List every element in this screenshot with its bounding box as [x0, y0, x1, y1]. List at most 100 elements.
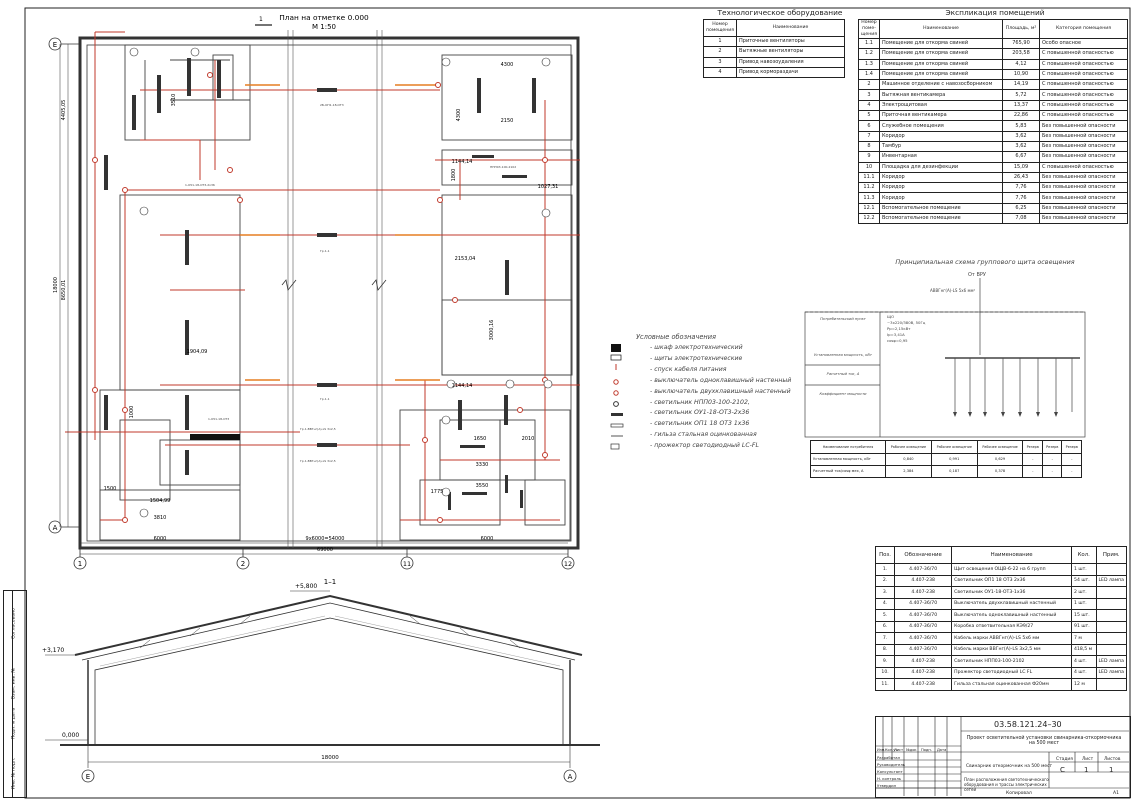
schematic-cell: - [1022, 465, 1043, 478]
equipment-table-title: Технологическое оборудование [717, 8, 843, 17]
svg-text:Гр.1-1: Гр.1-1 [320, 249, 330, 253]
room-number: 5 [858, 110, 880, 122]
spec-position: 7. [874, 632, 896, 645]
svg-text:1-ОУ1-18-ОТ3-2х36: 1-ОУ1-18-ОТ3-2х36 [185, 183, 215, 187]
svg-text:ЩО: ЩО [887, 314, 894, 319]
room-category: Без повышенной опасности [1039, 213, 1128, 225]
room-number: 10 [858, 161, 880, 173]
spec-note [1095, 563, 1127, 576]
room-number: 1.4 [858, 68, 880, 81]
schematic-cell: 0,840 [885, 453, 932, 466]
room-area: 3,62 [1002, 130, 1040, 142]
plan-title: План на отметке 0.000 [279, 13, 369, 22]
schematic-cell: 0,378 [976, 465, 1024, 478]
room-area: 5,83 [1002, 120, 1040, 132]
room-number: 7 [858, 130, 880, 142]
spec-quantity: 91 шт. [1071, 620, 1097, 633]
svg-text:cosφ=0,95: cosφ=0,95 [887, 338, 908, 343]
stamp-role: Н. контроль [877, 776, 901, 781]
spec-position: 6. [874, 620, 896, 633]
spec-note: LED лампа [1095, 655, 1127, 668]
spec-note: LED лампа [1095, 666, 1127, 679]
room-name: Тамбур [879, 140, 1003, 153]
room-category: Без повышенной опасности [1039, 120, 1128, 132]
room-area: 22,86 [1002, 110, 1040, 122]
legend-item: - шкаф электротехнический [650, 344, 743, 351]
room-name: Приточная вентикамера [879, 110, 1003, 122]
spec-quantity: 7 м [1071, 632, 1097, 645]
legend-symbols [610, 344, 624, 450]
rooms-table: Номер поме-щения Наименование Площадь, м… [858, 19, 1128, 225]
room-number: 1.1 [858, 37, 880, 50]
building-walls [78, 36, 580, 550]
spec-note: LED лампа [1095, 574, 1127, 587]
svg-text:Расчетный ток, А: Расчетный ток, А [827, 372, 860, 376]
schematic-cell: 0,187 [930, 465, 978, 478]
svg-text:1500: 1500 [104, 486, 117, 492]
svg-text:Гр.1-ВВГнг(А)-LS 3х2,5: Гр.1-ВВГнг(А)-LS 3х2,5 [300, 459, 336, 463]
stamp-column-header: №док [906, 748, 917, 752]
sheet-title: План расположения светотехнического обор… [964, 777, 1049, 792]
spec-quantity: 1 шт. [1071, 563, 1097, 576]
side-label: Согласовано [11, 608, 17, 639]
room-area: 6,67 [1002, 151, 1040, 163]
room-number: 12.1 [858, 202, 880, 215]
schematic-header: Резерв [1041, 440, 1063, 454]
spec-designation: 4.407-36/70 [894, 609, 953, 622]
stamp-column-header: Лист [894, 748, 904, 752]
schematic-cell: 2,384 [885, 465, 932, 478]
spec-name: Выключатель одноклавишный настенный [951, 609, 1073, 622]
spec-note [1095, 632, 1127, 645]
building-name: Свинарник откормочник на 500 мест [966, 764, 1053, 769]
stamp-role: Утвердил [877, 783, 897, 788]
room-name: Вытяжная вентикамера [879, 89, 1003, 101]
side-label: Инв. № подл. [11, 757, 17, 790]
schematic-cell: - [1061, 453, 1082, 466]
spec-quantity: 2 шт. [1071, 586, 1097, 599]
svg-text:8650,01: 8650,01 [61, 280, 67, 301]
legend-item: - светильник ОУ1-18-ОТ3-2х36 [650, 409, 750, 417]
svg-text:3330: 3330 [476, 462, 489, 468]
spec-quantity: 4 шт. [1071, 666, 1097, 679]
room-category: С повышенной опасностью [1039, 58, 1128, 70]
spec-quantity: 418,5 м [1071, 643, 1097, 656]
room-area: 26,43 [1002, 171, 1040, 184]
svg-text:4405,05: 4405,05 [61, 100, 67, 121]
schematic-cell: - [1041, 453, 1063, 466]
spec-name: Светильник ОУ1-18-ОТ3-1х36 [951, 586, 1073, 599]
svg-text:Е: Е [86, 773, 90, 781]
equipment-name: Привод навозоудаления [736, 56, 845, 68]
room-area: 7,08 [1002, 213, 1040, 225]
room-category: Без повышенной опасности [1039, 171, 1128, 184]
legend-item: - светильник НПП03-100-2102, [650, 398, 750, 406]
equipment-name: Вытяжные вентиляторы [736, 46, 845, 58]
room-name: Помещение для откорма свиней [879, 68, 1003, 81]
room-name: Электрощитовая [879, 99, 1003, 112]
room-number: 2 [858, 79, 880, 91]
svg-text:1504,99: 1504,99 [150, 498, 171, 504]
spec-note [1095, 597, 1127, 610]
room-category: С повышенной опасностью [1039, 110, 1128, 122]
spec-table: Поз. Обозначение Наименование Кол. Прим.… [874, 546, 1127, 691]
legend-item: - светильник ОП1 18 ОТ3 1х36 [650, 420, 750, 428]
legend-item: - выключатель двухклавишный настенный [650, 387, 791, 395]
room-category: С повышенной опасностью [1039, 79, 1128, 91]
legend-item: - выключатель одноклавишный настенный [650, 376, 792, 384]
svg-text:1650: 1650 [474, 436, 487, 442]
spec-name: Кабель марки АВВГнг(А)-LS 5х6 мм [951, 632, 1073, 645]
axis-label-2: 2 [241, 560, 245, 568]
